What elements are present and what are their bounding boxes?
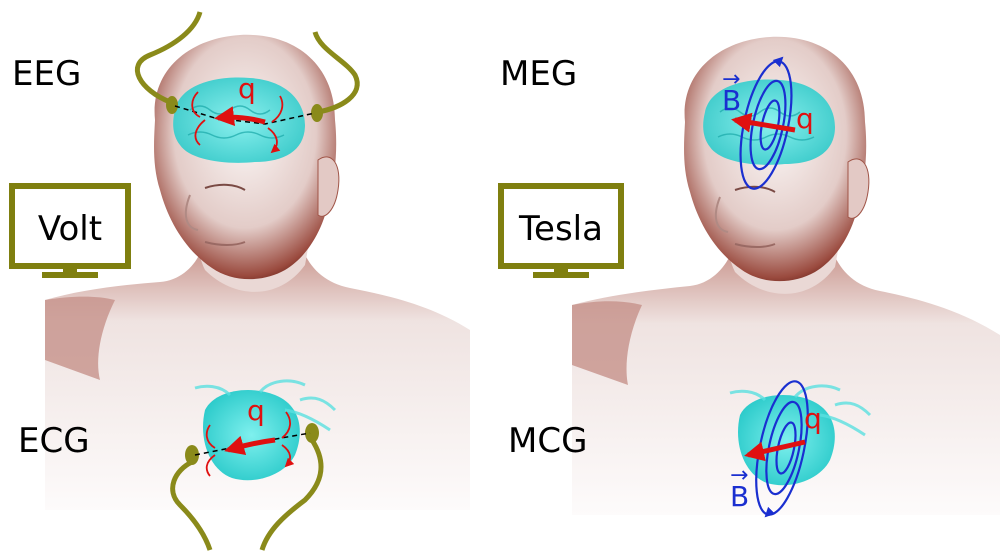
left-ear xyxy=(318,157,339,216)
right-ear xyxy=(848,159,869,218)
eeg-label: EEG xyxy=(12,54,81,94)
eeg-electrode-right xyxy=(311,104,323,122)
mcg-label: MCG xyxy=(508,421,587,461)
tesla-monitor: Tesla xyxy=(501,186,621,278)
tesla-monitor-label: Tesla xyxy=(518,209,603,249)
ecg-dipole-label: q xyxy=(247,394,265,427)
meg-field-vector-arrow: → xyxy=(722,67,740,92)
meg-label: MEG xyxy=(500,54,577,94)
meg-dipole-label: q xyxy=(796,102,814,135)
eeg-dipole-label: q xyxy=(238,72,256,105)
left-figure xyxy=(45,35,470,510)
volt-monitor: Volt xyxy=(12,186,128,278)
ecg-electrode-right xyxy=(305,423,319,443)
volt-monitor-neck xyxy=(63,266,77,273)
volt-monitor-stand xyxy=(42,272,98,278)
mcg-field-vector-arrow: → xyxy=(730,463,748,488)
tesla-monitor-neck xyxy=(554,266,568,273)
eeg-electrode-left xyxy=(166,96,178,114)
ecg-label: ECG xyxy=(18,421,90,461)
volt-monitor-label: Volt xyxy=(38,209,102,249)
mcg-dipole-label: q xyxy=(804,402,822,435)
tesla-monitor-stand xyxy=(533,272,589,278)
